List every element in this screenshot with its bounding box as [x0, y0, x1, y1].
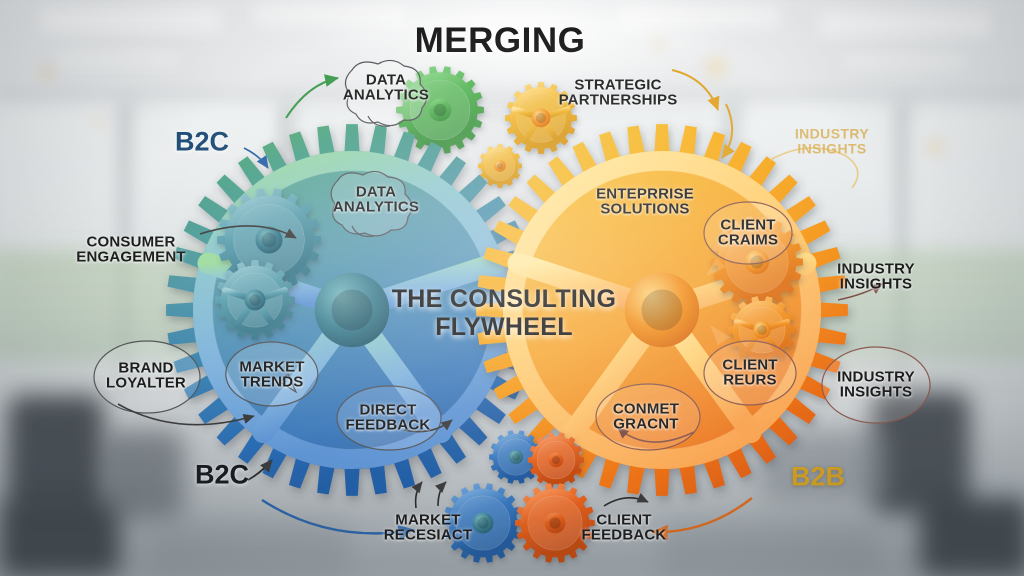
headline: MERGING	[415, 21, 586, 61]
office-chair	[920, 498, 1024, 576]
ceiling-light	[58, 50, 178, 66]
bokeh-dot	[96, 118, 103, 125]
marker-b2c-top: B2C	[175, 127, 229, 158]
office-chair	[8, 395, 104, 515]
bokeh-dot	[928, 140, 942, 154]
ceiling-light	[40, 6, 220, 32]
marker-b2c-bottom: B2C	[195, 460, 249, 491]
ceiling-light	[820, 10, 990, 36]
label-industry-insights-faint: INDUSTRY INSIGHTS	[795, 126, 869, 156]
bokeh-dot	[655, 40, 663, 48]
ceiling-light	[845, 52, 965, 68]
marker-b2b-bottom: B2B	[791, 462, 845, 493]
office-chair	[0, 500, 120, 576]
bokeh-dot	[42, 68, 51, 77]
page-title: THE CONSULTING FLYWHEEL	[392, 285, 617, 341]
